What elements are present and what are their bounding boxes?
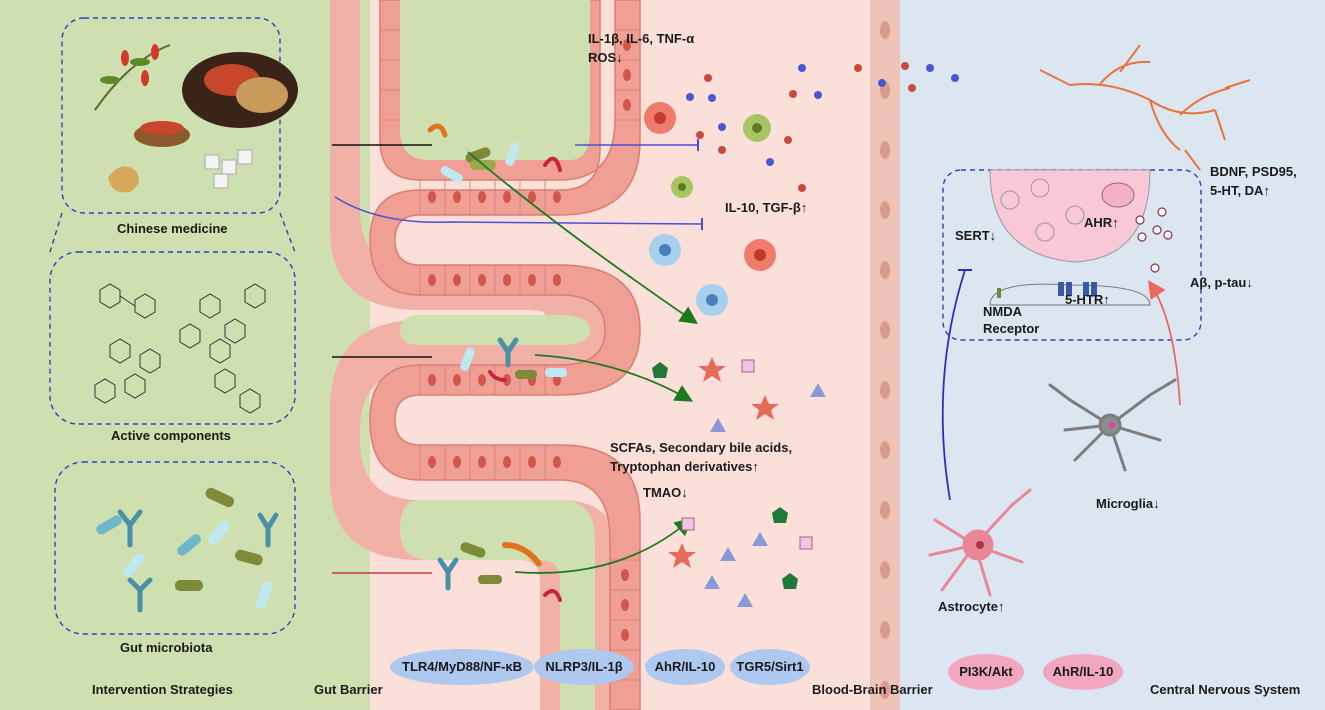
neurotransmitter-dots: [1135, 207, 1173, 273]
neuron-dendrite: [1039, 44, 1251, 171]
green-arrows: [467, 151, 698, 574]
pathway-label-2: AhR/IL-10: [655, 659, 716, 674]
nmda-label-2: Receptor: [983, 321, 1039, 336]
green-panel: [0, 0, 370, 710]
box-active-components: [49, 251, 296, 425]
gut-lumen-mid: [400, 315, 590, 345]
pathway-label-3: TGR5/Sirt1: [736, 659, 803, 674]
cytokine-dots: [686, 62, 959, 192]
gut-lumen: [400, 0, 590, 160]
box-gut-microbiota: [54, 461, 296, 635]
astrocyte-arrow: [941, 269, 966, 501]
metabolites: [652, 357, 826, 607]
pathway-pills: TLR4/MyD88/NF-κB NLRP3/IL-1β AhR/IL-10 T…: [390, 649, 1123, 690]
region-gut-barrier-label: Gut Barrier: [314, 682, 383, 697]
herbs-illustration: [94, 44, 298, 193]
immune-cells: [644, 102, 776, 316]
pathway-pill-1: [534, 649, 634, 685]
gut-lumen-low: [400, 500, 595, 710]
microglia-cell: [1048, 378, 1177, 472]
nmda-label-1: NMDA: [983, 304, 1023, 319]
tmao-label: TMAO↓: [643, 485, 688, 500]
bdnf-label-2: 5-HT, DA↑: [1210, 183, 1270, 198]
lumen-bacteria: [427, 123, 567, 602]
molecular-structures: [94, 283, 266, 414]
region-cns-label: Central Nervous System: [1150, 682, 1300, 697]
pathway-label-0: TLR4/MyD88/NF-κB: [402, 659, 522, 674]
sert-label: SERT↓: [955, 228, 996, 243]
proinflammatory-label: IL-1β, IL-6, TNF-α: [588, 31, 694, 46]
region-intervention-label: Intervention Strategies: [92, 682, 233, 697]
metabolites-label-2: Tryptophan derivatives↑: [610, 459, 759, 474]
synapse: [989, 169, 1151, 306]
region-bbb-label: Blood-Brain Barrier: [812, 682, 933, 697]
ros-label: ROS↓: [588, 50, 623, 65]
ahr-label: AHR↑: [1084, 215, 1119, 230]
pathway-label-4: PI3K/Akt: [959, 664, 1013, 679]
pathway-pill-5: [1043, 654, 1123, 690]
pathway-pill-3: [730, 649, 810, 685]
abeta-label: Aβ, p-tau↓: [1190, 275, 1253, 290]
box-chinese-medicine-label: Chinese medicine: [117, 221, 228, 236]
pathway-pill-2: [645, 649, 725, 685]
microglia-label: Microglia↓: [1096, 496, 1160, 511]
pathway-label-5: AhR/IL-10: [1053, 664, 1114, 679]
box-active-components-label: Active components: [111, 428, 231, 443]
bacteria-box: [96, 487, 279, 613]
bbb-cells: [870, 0, 900, 710]
pathway-label-1: NLRP3/IL-1β: [545, 659, 622, 674]
astrocyte-label: Astrocyte↑: [938, 599, 1004, 614]
bdnf-label-1: BDNF, PSD95,: [1210, 164, 1297, 179]
pathway-pill-4: [948, 654, 1024, 690]
antiinflammatory-label: IL-10, TGF-β↑: [725, 200, 807, 215]
microglia-arrow: [1147, 280, 1181, 406]
htr-label: 5-HTR↑: [1065, 292, 1110, 307]
pathway-pill-0: [390, 649, 534, 685]
connector-lines: [332, 144, 703, 574]
box-gut-microbiota-label: Gut microbiota: [120, 640, 213, 655]
blue-panel: [885, 0, 1325, 710]
astrocyte-cell: [928, 488, 1032, 597]
metabolites-label-1: SCFAs, Secondary bile acids,: [610, 440, 792, 455]
